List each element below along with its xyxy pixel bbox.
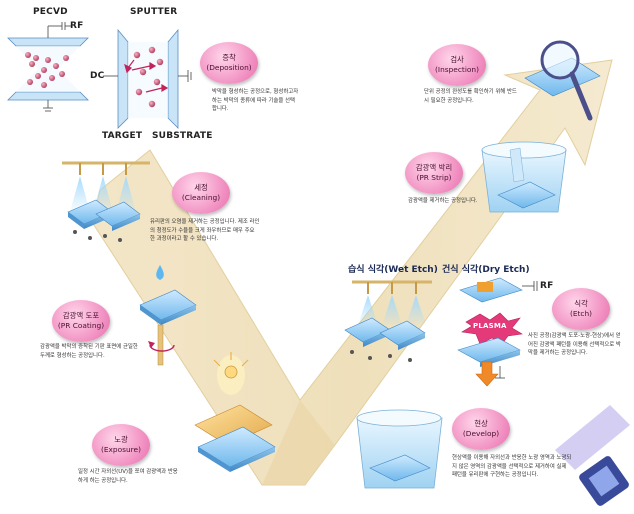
etch-badge: 식각 (Etch) [552, 288, 610, 330]
exposure-apparatus [194, 352, 276, 472]
pr-strip-title-ko: 감광액 박리 [415, 163, 453, 172]
pr-strip-badge: 감광액 박리 (PR Strip) [405, 152, 463, 194]
exposure-title-ko: 노광 [114, 435, 128, 444]
develop-title-ko: 현상 [474, 419, 488, 428]
inspection-apparatus [524, 40, 601, 121]
pecvd-label: PECVD [33, 7, 68, 17]
exposure-title-en: (Exposure) [101, 445, 141, 454]
cleaning-title-en: (Cleaning) [181, 193, 221, 202]
develop-apparatus [356, 409, 443, 489]
cleaning-apparatus [62, 161, 150, 242]
wet-etch-apparatus [344, 280, 432, 362]
exposure-badge: 노광 (Exposure) [92, 424, 150, 466]
etch-title-ko: 식각 [574, 299, 588, 308]
sputter-label: SPUTTER [130, 7, 178, 17]
substrate-label: SUBSTRATE [152, 131, 213, 141]
etch-title-en: (Etch) [569, 309, 593, 318]
develop-title-en: (Develop) [462, 429, 500, 438]
deposition-title-ko: 증착 [222, 53, 236, 62]
dry-etch-apparatus [457, 277, 538, 387]
pecvd-apparatus [7, 22, 89, 112]
pr-strip-apparatus [481, 141, 567, 213]
film-strip-decoration [555, 405, 630, 506]
rf-dry-etch-label: RF [540, 281, 554, 291]
target-label: TARGET [102, 131, 143, 141]
rf-label: RF [70, 21, 84, 31]
inspection-badge: 검사 (Inspection) [428, 44, 486, 86]
pr-coating-title-en: (PR Coating) [57, 321, 105, 330]
dry-etch-label: 건식 식각(Dry Etch) [442, 265, 530, 275]
dc-label: DC [90, 71, 105, 81]
pr-coating-apparatus [139, 265, 197, 366]
deposition-badge: 증착 (Deposition) [200, 42, 258, 84]
pr-coating-title-ko: 감광액 도포 [62, 311, 100, 320]
inspection-title-ko: 검사 [450, 55, 464, 64]
plasma-label: PLASMA [473, 322, 507, 330]
cleaning-title-ko: 세정 [194, 183, 208, 192]
pr-strip-title-en: (PR Strip) [416, 173, 452, 182]
wet-etch-label: 습식 식각(Wet Etch) [348, 265, 438, 275]
deposition-title-en: (Deposition) [206, 63, 252, 72]
cleaning-badge: 세정 (Cleaning) [172, 172, 230, 214]
inspection-title-en: (Inspection) [435, 65, 479, 74]
develop-badge: 현상 (Develop) [452, 408, 510, 450]
pr-strip-description: 감광액을 제거하는 공정입니다. [408, 198, 478, 204]
sputter-apparatus [103, 28, 192, 129]
pr-coating-badge: 감광액 도포 (PR Coating) [52, 300, 110, 342]
